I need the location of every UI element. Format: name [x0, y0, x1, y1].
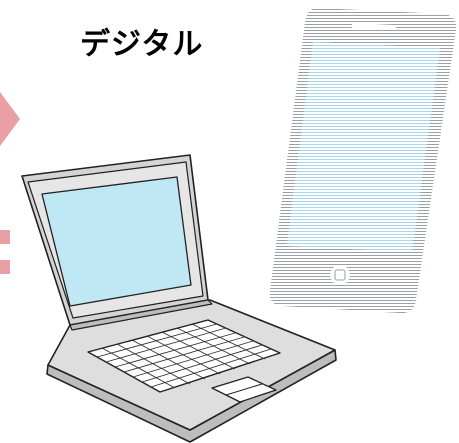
page-title: デジタル — [80, 27, 204, 62]
laptop-illustration — [21, 154, 337, 443]
equals-sign-shape — [0, 230, 10, 274]
arrow-shape — [0, 92, 20, 146]
smartphone-illustration — [269, 8, 457, 314]
